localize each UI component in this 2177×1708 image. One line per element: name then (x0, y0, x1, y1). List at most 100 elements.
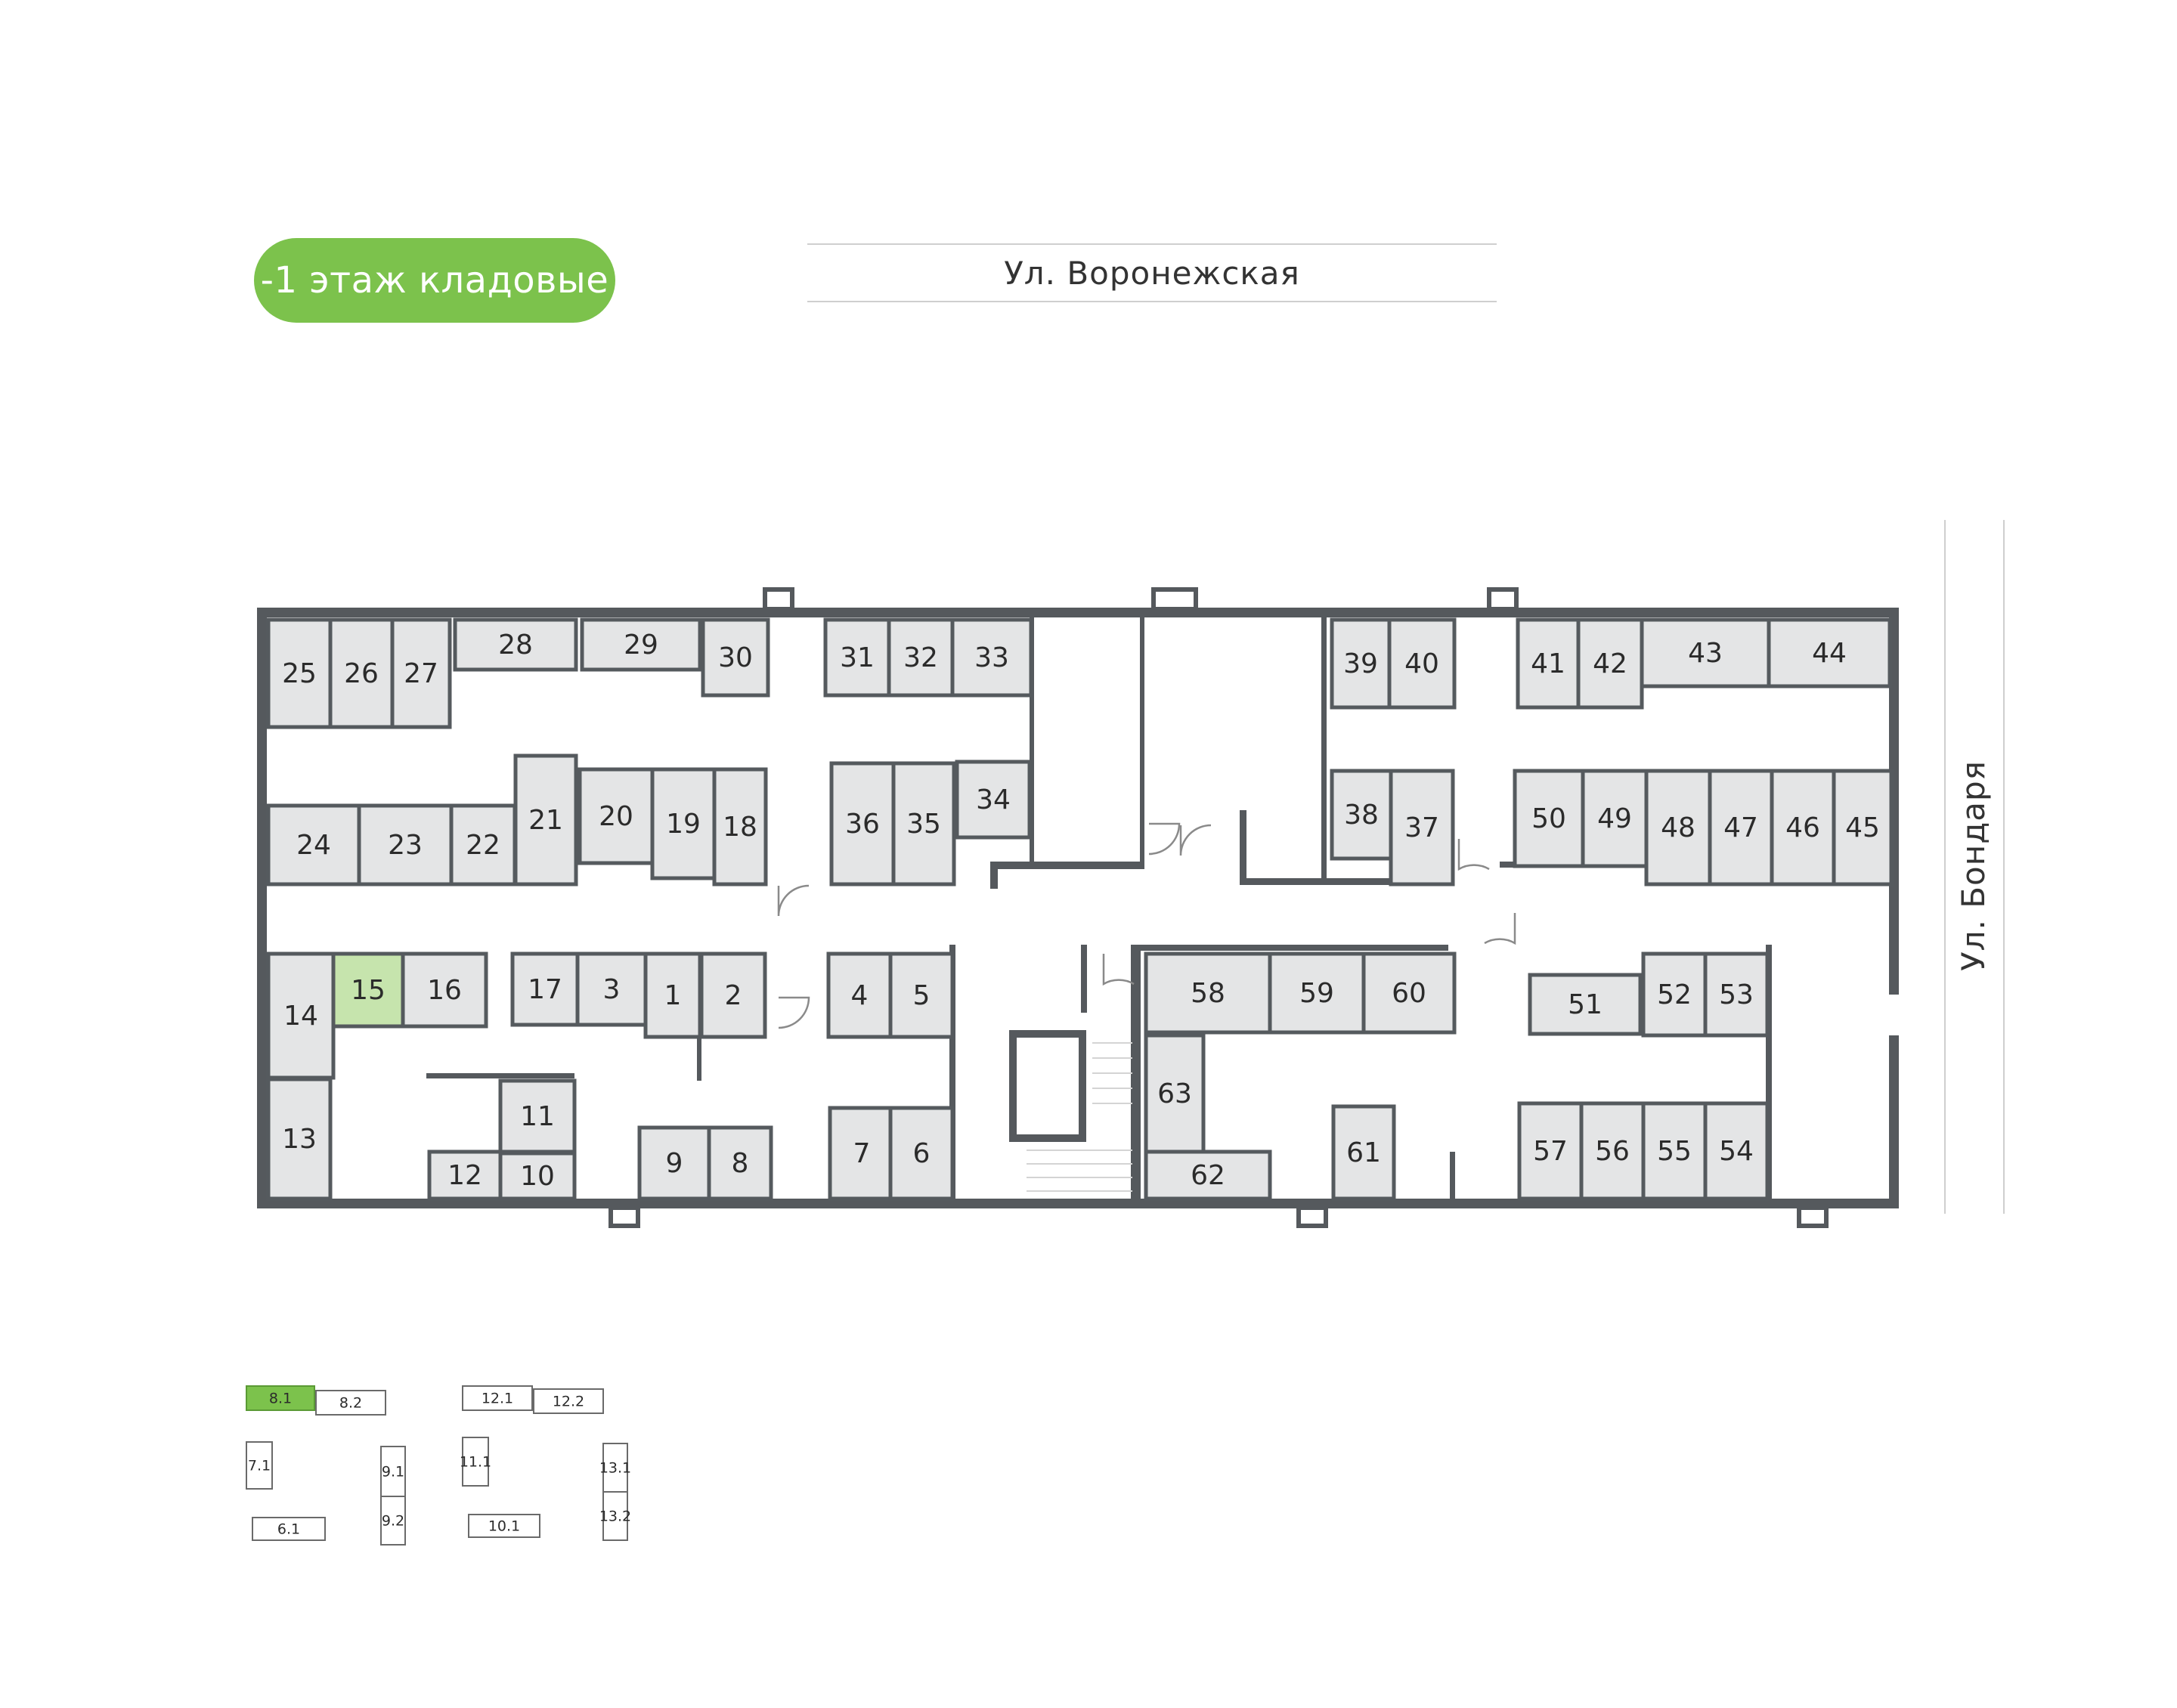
storage-room-58[interactable]: 58 (1144, 951, 1272, 1035)
storage-room-54[interactable]: 54 (1703, 1101, 1770, 1201)
storage-room-34[interactable]: 34 (955, 760, 1032, 840)
storage-room-5-shape[interactable] (888, 951, 955, 1039)
storage-room-11[interactable]: 11 (498, 1078, 577, 1154)
storage-room-25[interactable]: 25 (266, 617, 333, 729)
minimap-cell-7-1[interactable]: 7.1 (246, 1441, 273, 1490)
storage-room-43[interactable]: 43 (1640, 617, 1771, 688)
storage-room-32-shape[interactable] (887, 617, 955, 698)
storage-room-35[interactable]: 35 (891, 761, 956, 886)
minimap-cell-shape[interactable] (462, 1437, 489, 1487)
storage-room-42-shape[interactable] (1576, 617, 1644, 710)
storage-room-36-shape[interactable] (829, 761, 896, 886)
storage-room-49[interactable]: 49 (1581, 769, 1649, 868)
storage-room-60-shape[interactable] (1361, 951, 1457, 1035)
storage-room-1-shape[interactable] (643, 951, 702, 1039)
storage-room-42[interactable]: 42 (1576, 617, 1644, 710)
storage-room-45[interactable]: 45 (1832, 769, 1894, 886)
storage-room-24[interactable]: 24 (266, 803, 361, 886)
storage-room-62[interactable]: 62 (1144, 1149, 1272, 1201)
storage-room-51[interactable]: 51 (1528, 973, 1643, 1036)
storage-room-48-shape[interactable] (1644, 769, 1712, 886)
minimap-cell-shape[interactable] (602, 1443, 628, 1493)
storage-room-19-shape[interactable] (650, 767, 717, 880)
minimap-cell-9-2[interactable]: 9.2 (380, 1496, 406, 1546)
storage-room-38[interactable]: 38 (1330, 769, 1393, 861)
storage-room-25-shape[interactable] (266, 617, 333, 729)
storage-room-51-shape[interactable] (1528, 973, 1643, 1036)
storage-room-35-shape[interactable] (891, 761, 956, 886)
storage-room-55[interactable]: 55 (1641, 1101, 1708, 1201)
storage-room-4-shape[interactable] (826, 951, 893, 1039)
storage-room-21[interactable]: 21 (513, 753, 578, 886)
storage-room-41[interactable]: 41 (1516, 617, 1581, 710)
storage-room-23[interactable]: 23 (357, 803, 454, 886)
storage-room-46-shape[interactable] (1770, 769, 1836, 886)
minimap-cell-12-1[interactable]: 12.1 (462, 1385, 533, 1411)
storage-room-9-shape[interactable] (637, 1125, 711, 1201)
storage-room-47[interactable]: 47 (1708, 769, 1774, 886)
storage-room-18[interactable]: 18 (712, 767, 768, 886)
storage-room-37-shape[interactable] (1389, 769, 1455, 886)
minimap-cell-13-2[interactable]: 13.2 (599, 1491, 631, 1541)
minimap-cell-shape[interactable] (252, 1517, 326, 1541)
minimap-cell-13-1[interactable]: 13.1 (599, 1443, 631, 1493)
storage-room-61-shape[interactable] (1331, 1104, 1396, 1201)
storage-room-53[interactable]: 53 (1703, 951, 1770, 1038)
storage-room-16-shape[interactable] (401, 951, 488, 1029)
storage-room-13[interactable]: 13 (266, 1077, 333, 1201)
storage-room-32[interactable]: 32 (887, 617, 955, 698)
storage-room-30[interactable]: 30 (701, 617, 770, 698)
storage-room-30-shape[interactable] (701, 617, 770, 698)
minimap-cell-shape[interactable] (468, 1514, 540, 1538)
storage-room-38-shape[interactable] (1330, 769, 1393, 861)
storage-room-21-shape[interactable] (513, 753, 578, 886)
storage-room-50-shape[interactable] (1513, 769, 1585, 868)
storage-room-20[interactable]: 20 (578, 767, 655, 865)
minimap-cell-shape[interactable] (315, 1390, 386, 1416)
storage-room-62-shape[interactable] (1144, 1149, 1272, 1201)
storage-room-40[interactable]: 40 (1387, 617, 1457, 710)
minimap-cell-9-1[interactable]: 9.1 (380, 1446, 406, 1497)
storage-room-24-shape[interactable] (266, 803, 361, 886)
storage-room-26[interactable]: 26 (328, 617, 395, 729)
minimap-cell-shape[interactable] (380, 1446, 406, 1497)
minimap-cell-shape[interactable] (602, 1491, 628, 1541)
storage-room-63[interactable]: 63 (1144, 1033, 1206, 1154)
storage-room-9[interactable]: 9 (637, 1125, 711, 1201)
storage-room-27-shape[interactable] (390, 617, 452, 729)
storage-room-45-shape[interactable] (1832, 769, 1894, 886)
minimap-cell-6-1[interactable]: 6.1 (252, 1517, 326, 1541)
storage-room-23-shape[interactable] (357, 803, 454, 886)
storage-room-4[interactable]: 4 (826, 951, 893, 1039)
minimap-cell-shape[interactable] (246, 1441, 273, 1490)
storage-room-57-shape[interactable] (1517, 1101, 1584, 1201)
storage-room-1[interactable]: 1 (643, 951, 702, 1039)
storage-room-34-shape[interactable] (955, 760, 1032, 840)
storage-room-54-shape[interactable] (1703, 1101, 1770, 1201)
minimap-cell-12-2[interactable]: 12.2 (533, 1388, 604, 1414)
storage-room-44-shape[interactable] (1767, 617, 1892, 688)
storage-room-6-shape[interactable] (888, 1106, 955, 1201)
minimap-cell-8-2[interactable]: 8.2 (315, 1390, 386, 1416)
storage-room-10[interactable]: 10 (498, 1151, 577, 1201)
storage-room-8-shape[interactable] (707, 1125, 773, 1201)
storage-room-59[interactable]: 59 (1268, 951, 1366, 1035)
storage-room-15-shape[interactable] (331, 951, 405, 1029)
storage-room-5[interactable]: 5 (888, 951, 955, 1039)
minimap-cell-8-1[interactable]: 8.1 (246, 1385, 315, 1411)
minimap-cell-shape[interactable] (380, 1496, 406, 1546)
storage-room-46[interactable]: 46 (1770, 769, 1836, 886)
storage-room-37[interactable]: 37 (1389, 769, 1455, 886)
storage-room-17-shape[interactable] (510, 951, 580, 1027)
storage-room-40-shape[interactable] (1387, 617, 1457, 710)
storage-room-6[interactable]: 6 (888, 1106, 955, 1201)
storage-room-11-shape[interactable] (498, 1078, 577, 1154)
storage-room-33[interactable]: 33 (950, 617, 1033, 698)
storage-room-8[interactable]: 8 (707, 1125, 773, 1201)
storage-room-36[interactable]: 36 (829, 761, 896, 886)
storage-room-2[interactable]: 2 (699, 951, 767, 1039)
storage-room-29-shape[interactable] (580, 617, 702, 672)
storage-room-7-shape[interactable] (828, 1106, 896, 1201)
storage-room-50[interactable]: 50 (1513, 769, 1585, 868)
storage-room-17[interactable]: 17 (510, 951, 580, 1027)
